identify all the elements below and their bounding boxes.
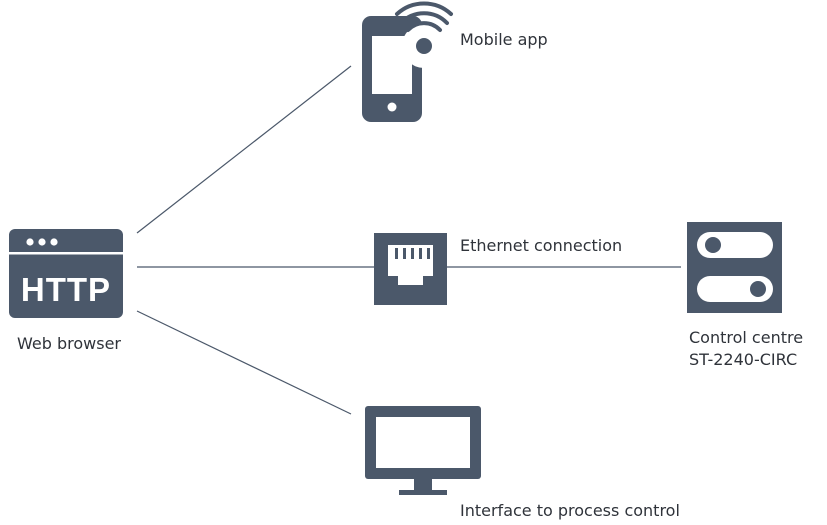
- mobile-app-label: Mobile app: [460, 30, 548, 49]
- process-control-label: Interface to process control: [460, 501, 680, 520]
- link-web-to-mobile: [136, 65, 352, 234]
- web-browser-icon: HTTP: [9, 229, 123, 318]
- control-centre-label-line2: ST-2240-CIRC: [689, 350, 798, 369]
- ethernet-port-icon: [374, 233, 447, 305]
- http-icon-text: HTTP: [21, 271, 111, 308]
- link-web-to-process: [136, 310, 352, 415]
- web-browser-label: Web browser: [17, 334, 121, 353]
- control-centre-label-line1: Control centre: [689, 328, 804, 347]
- ethernet-connection-label: Ethernet connection: [460, 236, 623, 255]
- wifi-icon: [395, 1, 453, 54]
- monitor-icon: [365, 406, 481, 495]
- control-centre-icon: [687, 222, 782, 313]
- mobile-phone-icon: [362, 16, 446, 122]
- control-centre-label: Control centre ST-2240-CIRC: [689, 327, 803, 371]
